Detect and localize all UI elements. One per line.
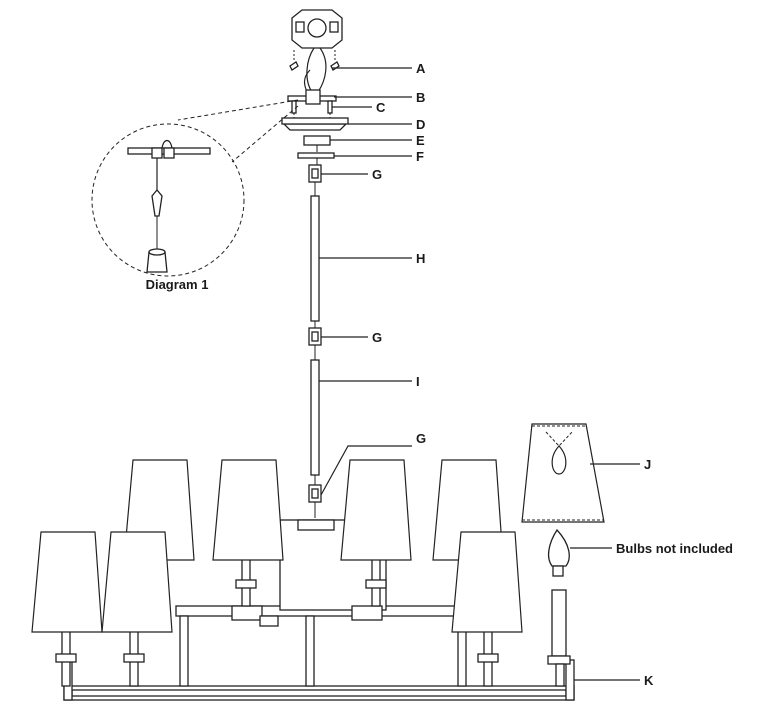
label-g-2: G — [372, 330, 382, 345]
label-g-1: G — [372, 167, 382, 182]
leader-lines — [319, 67, 640, 681]
candle-bulb — [547, 528, 570, 577]
coupler-g-2 — [308, 327, 322, 346]
mounting-screws-a — [289, 50, 340, 71]
label-i: I — [416, 374, 420, 389]
label-g-3: G — [416, 431, 426, 446]
crossbar-b — [287, 89, 337, 105]
canopy-collar-e — [303, 135, 331, 146]
label-h: H — [416, 251, 425, 266]
junction-box — [291, 9, 343, 49]
diagram-1-caption: Diagram 1 — [146, 277, 209, 292]
label-j: J — [644, 457, 651, 472]
label-c: C — [376, 100, 386, 115]
shades-front-row — [31, 531, 523, 633]
rod-h — [310, 195, 320, 322]
frame-k — [63, 519, 575, 701]
candle-sockets — [55, 555, 571, 687]
diagram-1-callout — [91, 99, 299, 277]
label-d: D — [416, 117, 425, 132]
coupler-g-1 — [308, 164, 322, 183]
rod-i — [310, 359, 320, 476]
coupler-g-3 — [308, 484, 322, 503]
label-bulbs: Bulbs not included — [616, 541, 733, 556]
canopy-d — [281, 117, 349, 131]
label-e: E — [416, 133, 425, 148]
label-b: B — [416, 90, 425, 105]
label-k: K — [644, 673, 654, 688]
label-a: A — [416, 61, 426, 76]
ring-f — [297, 152, 335, 159]
wires — [303, 47, 327, 95]
shade-j — [521, 423, 605, 523]
label-f: F — [416, 149, 424, 164]
